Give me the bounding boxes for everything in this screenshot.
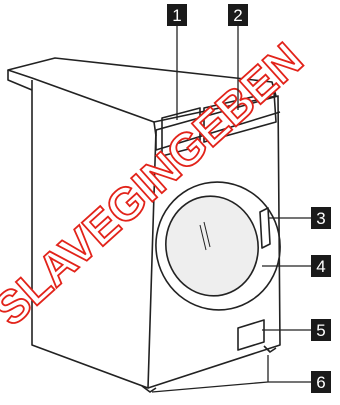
leader-6c bbox=[152, 382, 268, 392]
callout-5-number: 5 bbox=[316, 321, 325, 340]
door-glass bbox=[157, 188, 268, 305]
callout-3: 3 bbox=[311, 207, 331, 229]
callout-1-number: 1 bbox=[172, 6, 181, 25]
callout-6: 6 bbox=[311, 371, 331, 393]
callout-1: 1 bbox=[167, 4, 187, 26]
door-handle-shape bbox=[260, 208, 270, 248]
callout-6-number: 6 bbox=[316, 373, 325, 392]
callout-3-number: 3 bbox=[316, 209, 325, 228]
callout-4: 4 bbox=[311, 255, 331, 277]
rating-plate-shape bbox=[238, 320, 264, 350]
callout-2-number: 2 bbox=[233, 6, 242, 25]
callout-2: 2 bbox=[228, 4, 248, 26]
callout-5: 5 bbox=[311, 319, 331, 341]
callout-4-number: 4 bbox=[316, 257, 325, 276]
